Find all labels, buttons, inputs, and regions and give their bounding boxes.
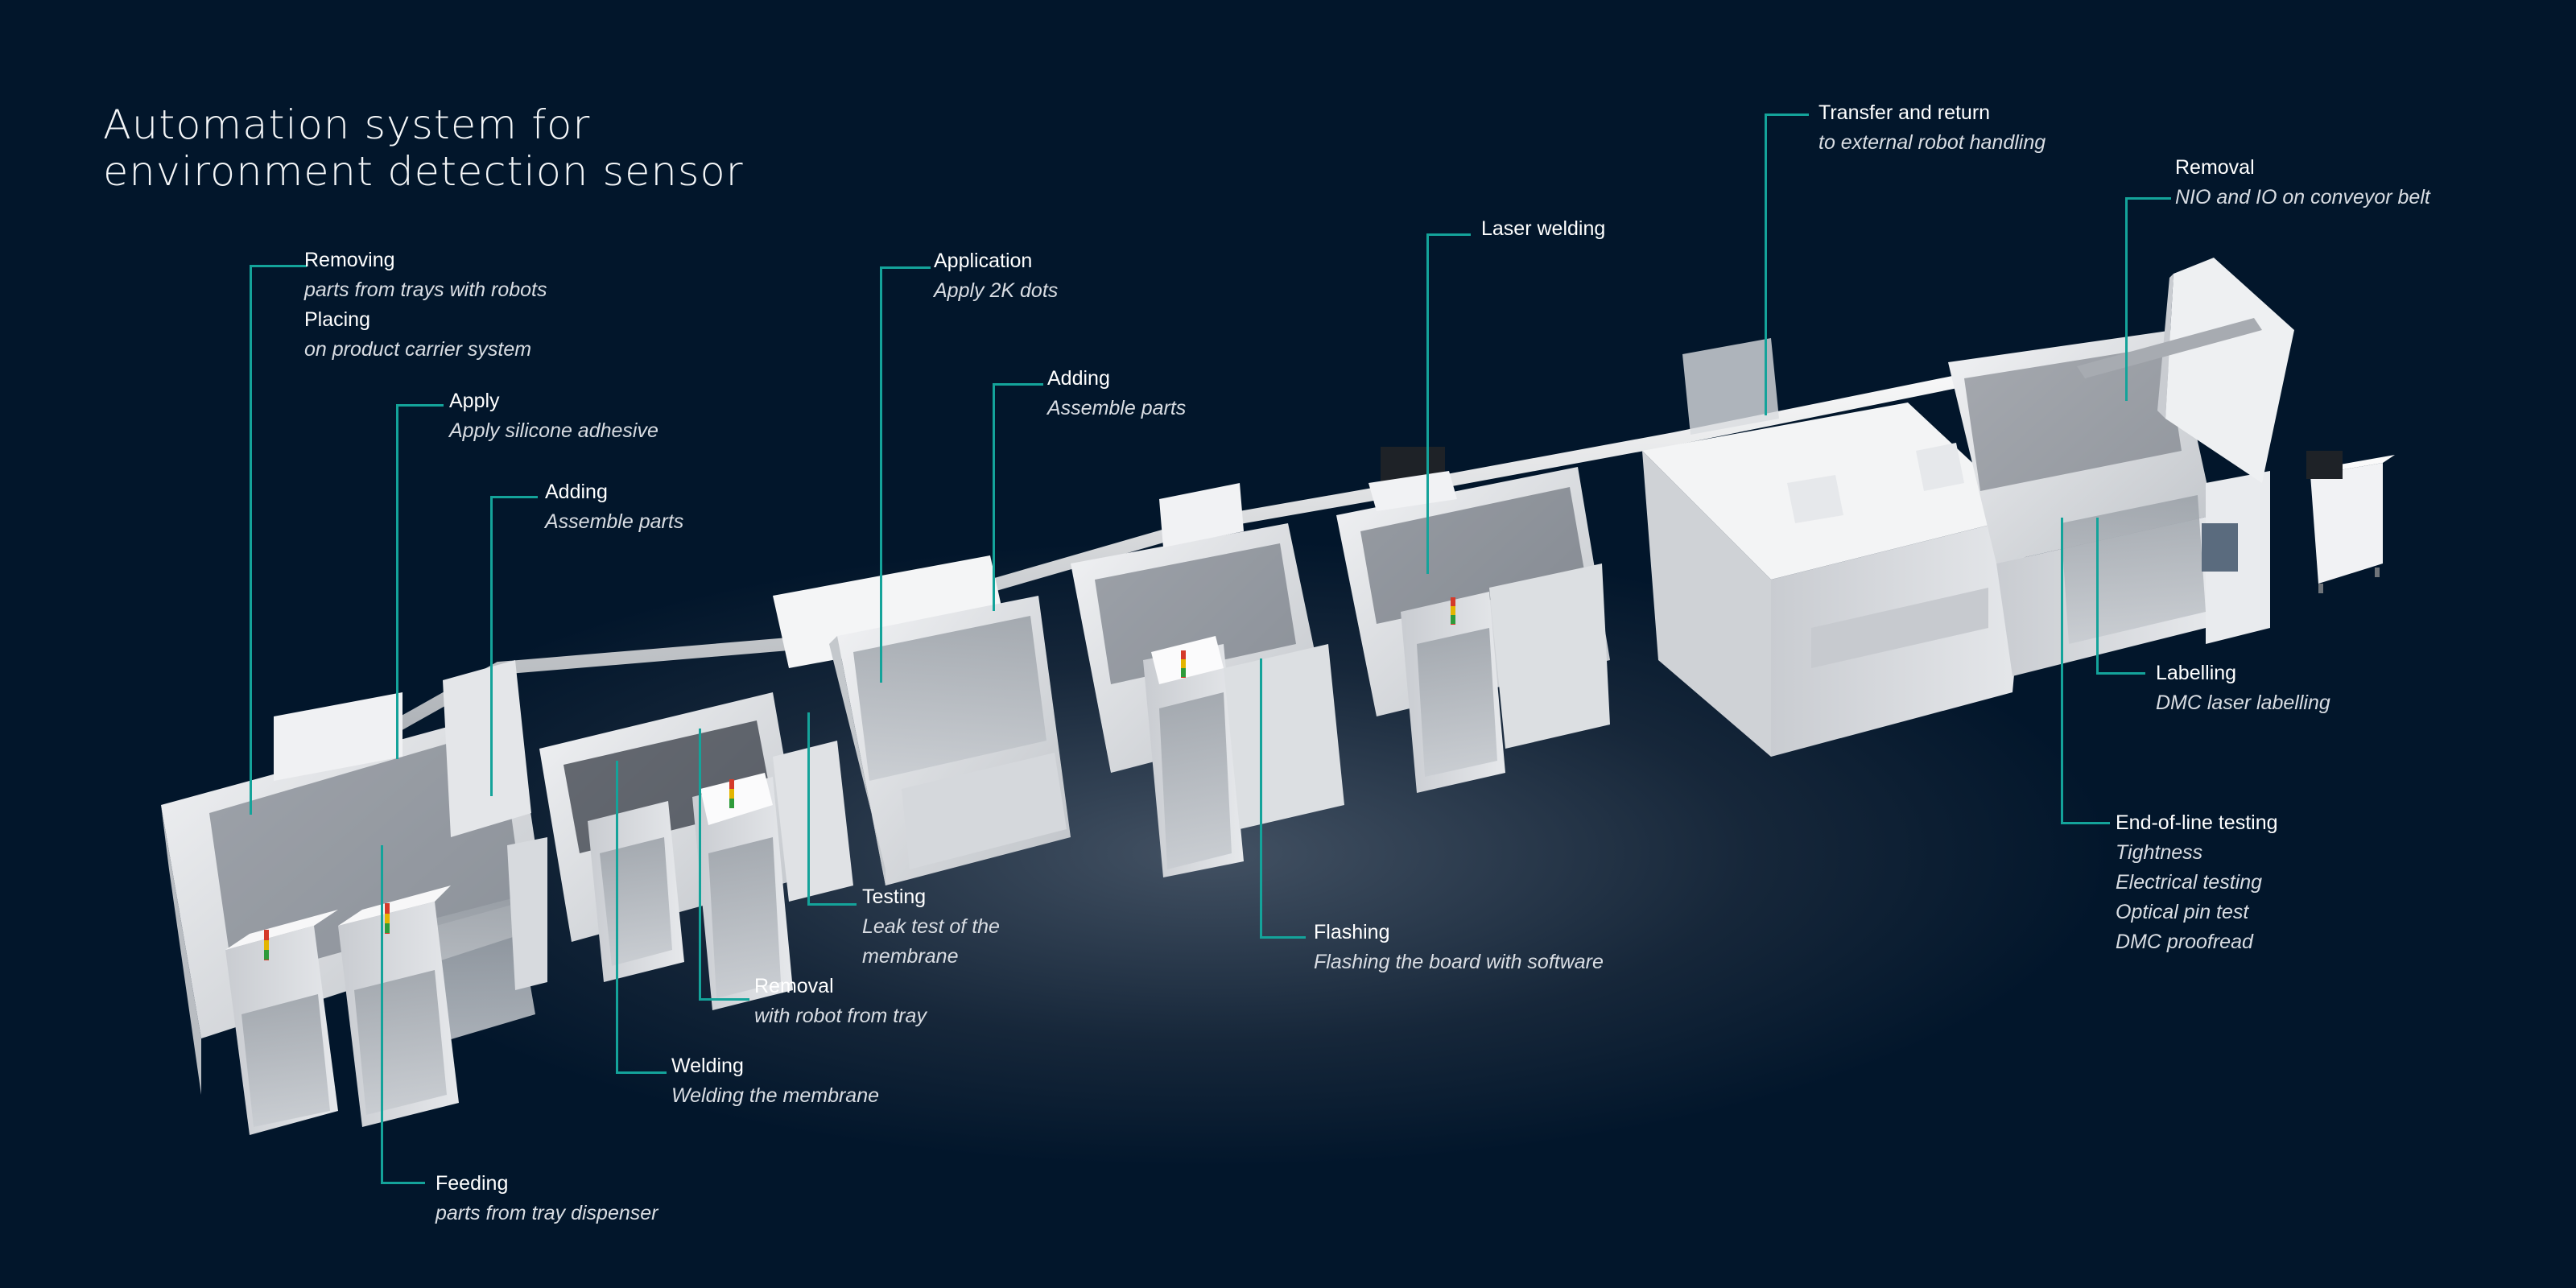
label-testing-title: Testing	[862, 886, 927, 908]
label-removal-bottom: Removal with robot from tray	[754, 972, 927, 1031]
label-end-of-line-title: End-of-line testing	[2116, 811, 2278, 834]
label-flashing: Flashing Flashing the board with softwar…	[1314, 918, 1604, 977]
leader-line-transfer	[1765, 114, 1809, 415]
title-line-2: environment detection sensor	[103, 148, 744, 195]
label-end-of-line-item-4: DMC proofread	[2116, 931, 2253, 953]
label-end-of-line: End-of-line testing Tightness Electrical…	[2116, 808, 2278, 957]
label-flashing-title: Flashing	[1314, 921, 1390, 943]
label-laser-welding: Laser welding	[1481, 214, 1605, 244]
label-welding-title: Welding	[671, 1055, 744, 1077]
label-transfer-desc: to external robot handling	[1818, 131, 2046, 154]
label-removal-top-title: Removal	[2175, 156, 2255, 179]
label-adding-2-title: Adding	[1047, 367, 1110, 390]
leader-line-labelling	[2096, 518, 2145, 675]
label-placing-desc: on product carrier system	[304, 338, 532, 361]
label-adding-1-desc: Assemble parts	[545, 510, 684, 533]
label-feeding: Feeding parts from tray dispenser	[436, 1169, 658, 1228]
module-laser-welding-cell	[1336, 447, 1610, 793]
label-testing-desc-2: membrane	[862, 945, 959, 968]
module-welding-cell	[539, 692, 853, 1010]
label-feeding-title: Feeding	[436, 1172, 509, 1195]
label-removing-title: Removing	[304, 249, 395, 271]
label-apply-title: Apply	[449, 390, 500, 412]
leader-line-application	[880, 266, 931, 683]
label-end-of-line-item-2: Electrical testing	[2116, 871, 2263, 894]
leader-line-welding	[616, 761, 667, 1074]
leader-line-laser-welding	[1426, 233, 1471, 574]
label-end-of-line-item-3: Optical pin test	[2116, 901, 2249, 923]
label-application-desc: Apply 2K dots	[934, 279, 1059, 302]
leader-line-adding-1	[490, 496, 538, 796]
leader-line-feeding	[381, 845, 425, 1184]
label-feeding-desc: parts from tray dispenser	[436, 1202, 658, 1224]
module-application-cell	[773, 555, 1071, 886]
leader-line-adding-2	[993, 383, 1043, 611]
label-testing: Testing Leak test of the membrane	[862, 882, 1000, 972]
leader-line-removing	[250, 265, 307, 815]
label-adding-1: Adding Assemble parts	[545, 477, 683, 537]
leader-line-removal-bottom	[699, 729, 749, 1001]
module-feeding-units	[225, 886, 459, 1135]
label-removal-bottom-title: Removal	[754, 975, 834, 997]
label-apply: Apply Apply silicone adhesive	[449, 386, 658, 446]
operator-terminal	[2306, 451, 2395, 593]
label-flashing-desc: Flashing the board with software	[1314, 951, 1604, 973]
label-removal-bottom-desc: with robot from tray	[754, 1005, 927, 1027]
label-adding-2: Adding Assemble parts	[1047, 364, 1186, 423]
label-welding: Welding Welding the membrane	[671, 1051, 879, 1111]
page-title: Automation system for environment detect…	[103, 101, 744, 195]
label-adding-1-title: Adding	[545, 481, 608, 503]
label-removal-top-desc: NIO and IO on conveyor belt	[2175, 186, 2430, 208]
label-labelling-desc: DMC laser labelling	[2156, 691, 2330, 714]
title-line-1: Automation system for	[103, 101, 591, 148]
label-testing-desc-1: Leak test of the	[862, 915, 1000, 938]
label-application-title: Application	[934, 250, 1033, 272]
module-transfer-enclosure	[1642, 338, 2029, 757]
label-laser-welding-title: Laser welding	[1481, 217, 1606, 240]
label-removal-top: Removal NIO and IO on conveyor belt	[2175, 153, 2430, 213]
leader-line-removal-top	[2125, 197, 2171, 401]
label-adding-2-desc: Assemble parts	[1047, 397, 1187, 419]
leader-line-flashing	[1260, 658, 1306, 939]
leader-line-end-of-line	[2061, 518, 2110, 824]
label-labelling: Labelling DMC laser labelling	[2156, 658, 2330, 718]
label-welding-desc: Welding the membrane	[671, 1084, 880, 1107]
label-removing: Removing parts from trays with robots Pl…	[304, 246, 547, 365]
label-transfer-title: Transfer and return	[1818, 101, 1991, 124]
label-transfer: Transfer and return to external robot ha…	[1818, 98, 2046, 158]
leader-line-testing	[807, 712, 857, 906]
label-removing-desc: parts from trays with robots	[304, 279, 547, 301]
label-end-of-line-item-1: Tightness	[2116, 841, 2203, 864]
leader-line-apply	[396, 404, 444, 759]
label-apply-desc: Apply silicone adhesive	[449, 419, 658, 442]
label-labelling-title: Labelling	[2156, 662, 2237, 684]
label-placing-title: Placing	[304, 308, 370, 331]
module-flashing-cell	[1071, 483, 1344, 877]
label-application: Application Apply 2K dots	[934, 246, 1058, 306]
tall-cabinet	[2077, 258, 2294, 483]
